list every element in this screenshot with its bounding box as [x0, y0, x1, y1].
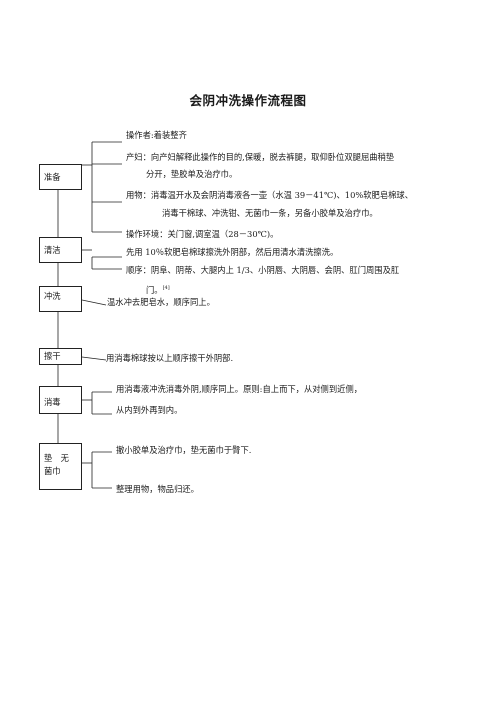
step-box-dry: 擦干 — [39, 348, 82, 365]
clean-item-order-end: 门。 — [146, 284, 163, 295]
step-label-sterile-towel-line1: 垫 无 — [44, 453, 69, 463]
step-box-sterile-towel: 垫 无 菌巾 — [39, 443, 82, 490]
rinse-item: 温水冲去肥皂水，顺序同上。 — [107, 297, 215, 307]
step-label-dry: 擦干 — [44, 351, 61, 361]
clean-item-order-cont: 门。[4] — [146, 282, 170, 297]
prepare-item-supplies-cont: 消毒干棉球、冲洗钳、无菌巾一条，另备小胶单及治疗巾。 — [162, 208, 378, 218]
step-label-sterile-towel-line2: 菌巾 — [44, 466, 61, 476]
step-box-prepare: 准备 — [39, 164, 82, 190]
clean-item-order: 顺序：阴阜、阴蒂、大腿内上 1/3、小阴唇、大阴唇、会阴、肛门周围及肛 — [126, 265, 400, 275]
disinfect-item: 用消毒液冲洗消毒外阴,顺序同上。原则:自上而下，从对侧到近侧， — [116, 384, 363, 394]
step-box-disinfect: 消毒 — [39, 386, 82, 414]
prepare-item-patient-cont: 分开，垫胶单及治疗巾。 — [146, 169, 238, 179]
step-label-clean: 清洁 — [44, 245, 61, 255]
prepare-item-supplies: 用物：消毒温开水及会阴消毒液各一壶（水温 39－41℃)、10%软肥皂棉球、 — [126, 190, 414, 200]
page-title: 会阴冲洗操作流程图 — [189, 93, 307, 108]
sterile-towel-item: 撤小胶单及治疗巾，垫无菌巾于臀下. — [116, 445, 252, 455]
prepare-item-patient: 产妇：向产妇解释此操作的目的,保暖，脱去裤腿，取仰卧位双腿屈曲稍垫 — [126, 152, 395, 162]
dry-item: 用消毒棉球按以上顺序擦干外阴部. — [106, 353, 234, 363]
disinfect-item-cont: 从内到外再到内。 — [116, 405, 183, 415]
step-label-prepare: 准备 — [44, 172, 61, 182]
clean-item-method: 先用 10％软肥皂棉球擦洗外阴部，然后用清水清洗擦洗。 — [126, 247, 339, 257]
step-box-rinse: 冲洗 — [39, 286, 82, 312]
tidy-up-item: 整理用物，物品归还。 — [116, 484, 199, 494]
step-label-rinse: 冲洗 — [44, 291, 61, 301]
footnote-marker: [4] — [162, 285, 170, 291]
prepare-item-operator: 操作者:着装整齐 — [126, 130, 187, 140]
step-label-disinfect: 消毒 — [44, 397, 61, 407]
prepare-item-environment: 操作环境：关门窗,调室温（28－30℃)。 — [126, 229, 279, 239]
step-box-clean: 清洁 — [39, 237, 82, 263]
